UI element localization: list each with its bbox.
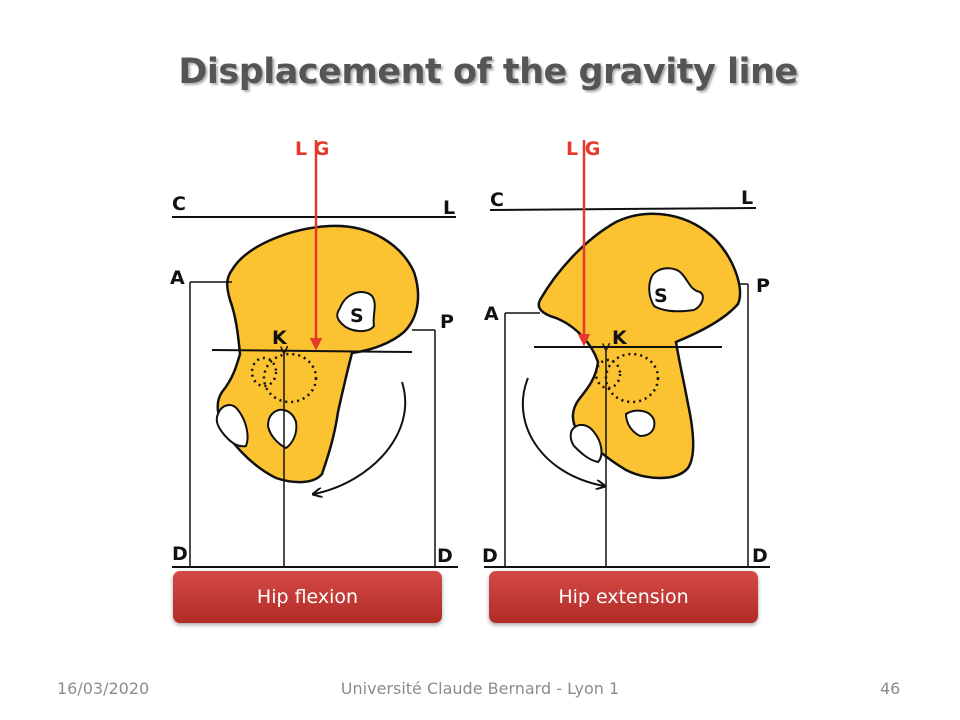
left-line-K xyxy=(211,349,413,353)
right-femoral-head xyxy=(594,358,622,390)
right-label-L: L xyxy=(741,187,753,209)
right-label-A: A xyxy=(484,303,499,325)
left-label-K: K xyxy=(272,327,288,349)
footer-page-number: 46 xyxy=(880,679,901,698)
left-label-A: A xyxy=(170,267,185,289)
right-rotation-arrow xyxy=(521,377,604,486)
caption-hip-extension: Hip extension xyxy=(489,571,758,623)
left-label-D-left: D xyxy=(172,543,188,565)
right-label-C: C xyxy=(490,189,504,211)
right-label-S: S xyxy=(654,285,668,307)
left-sacrum-shape xyxy=(336,291,376,332)
left-label-L: L xyxy=(443,197,455,219)
left-panel-hip-flexion: L G C L A P K S D D xyxy=(170,138,458,568)
left-label-P: P xyxy=(440,311,454,333)
footer-institution: Université Claude Bernard - Lyon 1 xyxy=(340,679,620,698)
left-label-D-right: D xyxy=(437,545,453,567)
footer-date: 16/03/2020 xyxy=(57,679,150,698)
left-white-hole xyxy=(215,404,249,448)
right-obturator-hole xyxy=(624,409,656,438)
left-rotation-arrow xyxy=(314,381,407,494)
right-gravity-label: L G xyxy=(566,138,600,160)
right-pelvis-bone xyxy=(537,212,742,480)
right-panel-hip-extension: L G C L A P K S D D xyxy=(482,138,770,568)
right-white-hole xyxy=(569,424,603,464)
left-gravity-label: L G xyxy=(295,138,329,160)
right-label-D-left: D xyxy=(482,545,498,567)
right-label-K: K xyxy=(612,327,628,349)
right-label-P: P xyxy=(756,275,770,297)
left-label-S: S xyxy=(350,305,364,327)
right-line-CL xyxy=(489,207,757,211)
left-label-C: C xyxy=(172,193,186,215)
slide-title: Displacement of the gravity line xyxy=(178,52,798,92)
left-acetabulum xyxy=(262,352,318,404)
left-obturator-hole xyxy=(266,408,298,450)
caption-hip-extension-text: Hip extension xyxy=(558,586,689,608)
caption-hip-flexion-text: Hip flexion xyxy=(256,586,359,608)
right-sacrum-shape xyxy=(648,267,704,313)
left-pelvis-bone xyxy=(216,224,420,484)
caption-hip-flexion: Hip flexion xyxy=(173,571,442,623)
right-label-D-right: D xyxy=(752,545,768,567)
left-femoral-head xyxy=(250,356,278,388)
